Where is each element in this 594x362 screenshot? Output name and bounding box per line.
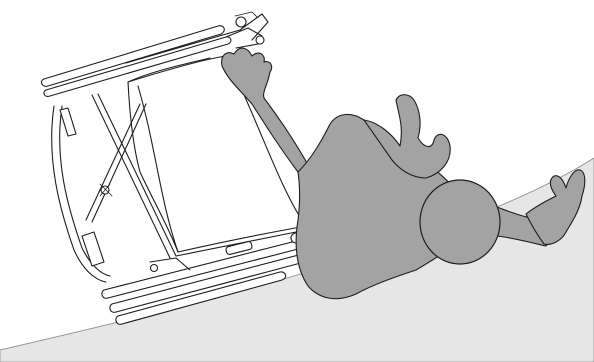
wheelchair-seat	[128, 56, 306, 252]
wheelchair	[41, 12, 318, 324]
person-head	[420, 180, 500, 264]
